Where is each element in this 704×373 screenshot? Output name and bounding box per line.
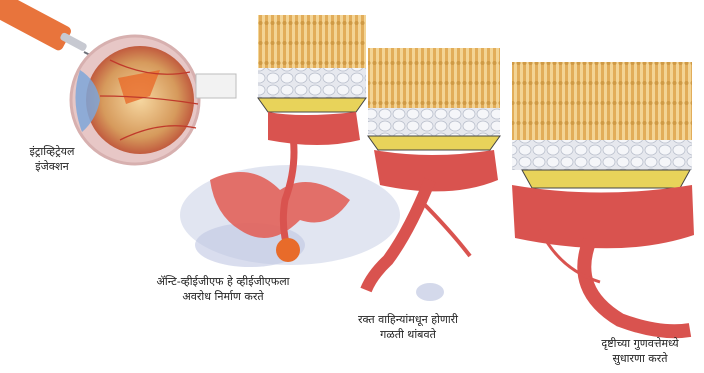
retina-block-3 bbox=[512, 62, 694, 331]
label-intravitreal-injection: इंट्राव्हिट्रेयल इंजेक्शन bbox=[4, 144, 100, 174]
label-stops-leakage: रक्त वाहिन्यांमधून होणारी गळती थांबवते bbox=[330, 312, 486, 342]
retina-block-1 bbox=[180, 15, 400, 267]
retina-block-2 bbox=[366, 48, 500, 301]
label-improves-vision: दृष्टीच्या गुणवत्तेमध्ये सुधारणा करते bbox=[578, 336, 702, 366]
label-anti-vegf: ॲन्टि-व्हीईजीएफ हे व्हीईजीएफला अवरोध निर… bbox=[125, 274, 321, 304]
